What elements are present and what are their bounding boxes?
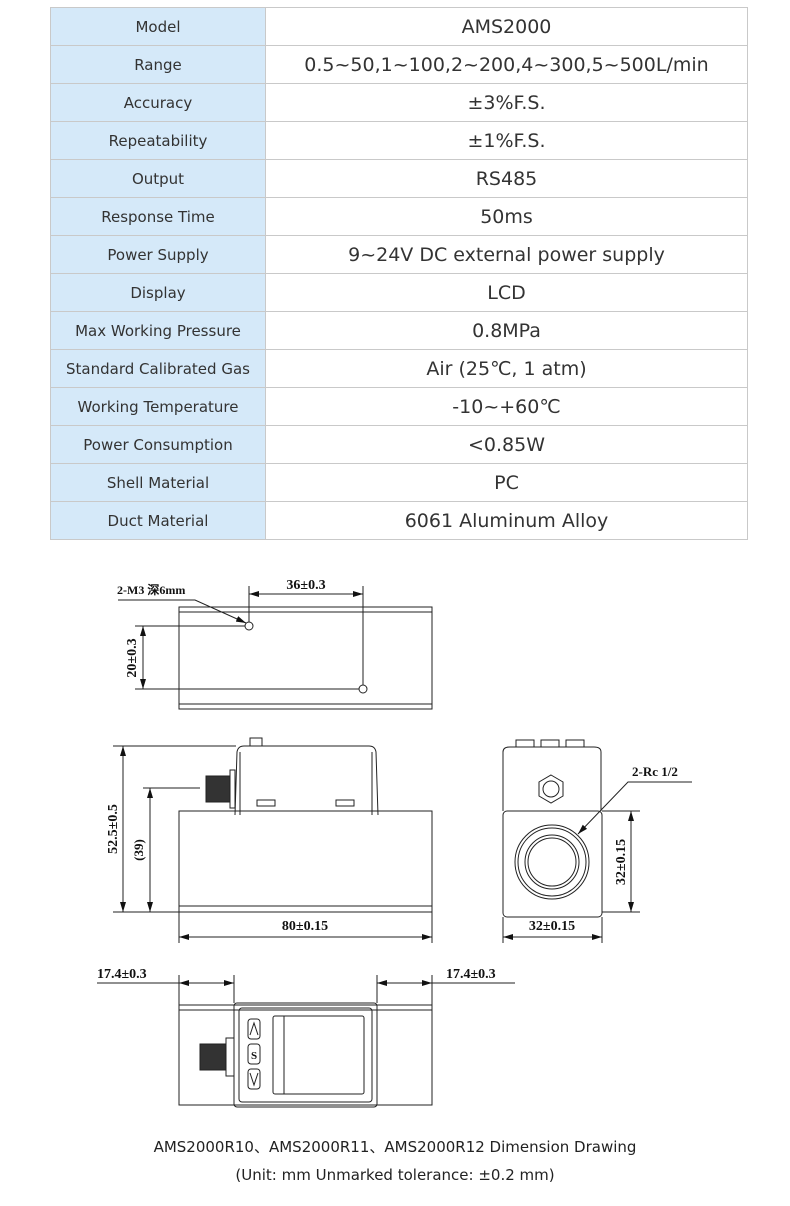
connector-icon: [205, 775, 231, 803]
side-view: 2-Rc 1/2 32±0.15 32±0.15: [502, 739, 692, 943]
spec-label: Output: [50, 159, 266, 198]
dim-hole-offset: 20±0.3: [125, 638, 140, 677]
spec-label: Response Time: [50, 197, 266, 236]
spec-value: AMS2000: [265, 7, 748, 46]
spec-label: Repeatability: [50, 121, 266, 160]
spec-label: Max Working Pressure: [50, 311, 266, 350]
drawing-note: (Unit: mm Unmarked tolerance: ±0.2 mm): [235, 1166, 555, 1184]
drawing-title: AMS2000R10、AMS2000R11、AMS2000R12 Dimensi…: [153, 1138, 637, 1156]
dim-port-height: (39): [131, 839, 146, 861]
lcd-screen: [272, 1015, 365, 1095]
set-button-label: S: [251, 1050, 257, 1062]
dim-hole-spacing: 36±0.3: [286, 578, 325, 593]
dim-right-offset: 17.4±0.3: [446, 967, 496, 982]
spec-value: 6061 Aluminum Alloy: [265, 501, 748, 540]
mount-hole: [244, 621, 254, 631]
up-button: [247, 1018, 261, 1040]
dim-height: 52.5±0.5: [106, 804, 121, 854]
spec-value: 50ms: [265, 197, 748, 236]
spec-row: Power Consumption<0.85W: [50, 425, 748, 464]
spec-label: Working Temperature: [50, 387, 266, 426]
dim-left-offset: 17.4±0.3: [97, 967, 147, 982]
connector-icon: [199, 1043, 227, 1071]
spec-value: Air (25℃, 1 atm): [265, 349, 748, 388]
spec-value: LCD: [265, 273, 748, 312]
connector-icon: [538, 774, 564, 804]
set-button: [247, 1043, 261, 1065]
spec-value: RS485: [265, 159, 748, 198]
spec-label: Range: [50, 45, 266, 84]
spec-row: Accuracy±3%F.S.: [50, 83, 748, 122]
top-view: 36±0.3 2-M3 深6mm 20±0.3: [117, 578, 433, 710]
dim-side-width: 32±0.15: [529, 919, 575, 934]
spec-label: Power Supply: [50, 235, 266, 274]
spec-value: 0.8MPa: [265, 311, 748, 350]
mount-hole: [358, 684, 368, 694]
spec-row: Repeatability±1%F.S.: [50, 121, 748, 160]
spec-value: 0.5~50,1~100,2~200,4~300,5~500L/min: [265, 45, 748, 84]
front-view: 52.5±0.5 (39) 80±0.15: [106, 737, 433, 943]
hole-note: 2-M3 深6mm: [117, 582, 185, 597]
spec-value: <0.85W: [265, 425, 748, 464]
dim-side-height: 32±0.15: [614, 839, 629, 885]
spec-label: Model: [50, 7, 266, 46]
dim-length: 80±0.15: [282, 919, 328, 934]
spec-row: Working Temperature-10~+60℃: [50, 387, 748, 426]
spec-value: 9~24V DC external power supply: [265, 235, 748, 274]
bottom-view: S 17.4±0.3 17.4±0.3: [97, 967, 515, 1108]
spec-label: Duct Material: [50, 501, 266, 540]
spec-label: Standard Calibrated Gas: [50, 349, 266, 388]
down-button: [247, 1068, 261, 1090]
thread-note: 2-Rc 1/2: [632, 764, 678, 779]
spec-value: -10~+60℃: [265, 387, 748, 426]
spec-value: ±1%F.S.: [265, 121, 748, 160]
spec-label: Shell Material: [50, 463, 266, 502]
spec-value: ±3%F.S.: [265, 83, 748, 122]
spec-label: Accuracy: [50, 83, 266, 122]
spec-label: Power Consumption: [50, 425, 266, 464]
